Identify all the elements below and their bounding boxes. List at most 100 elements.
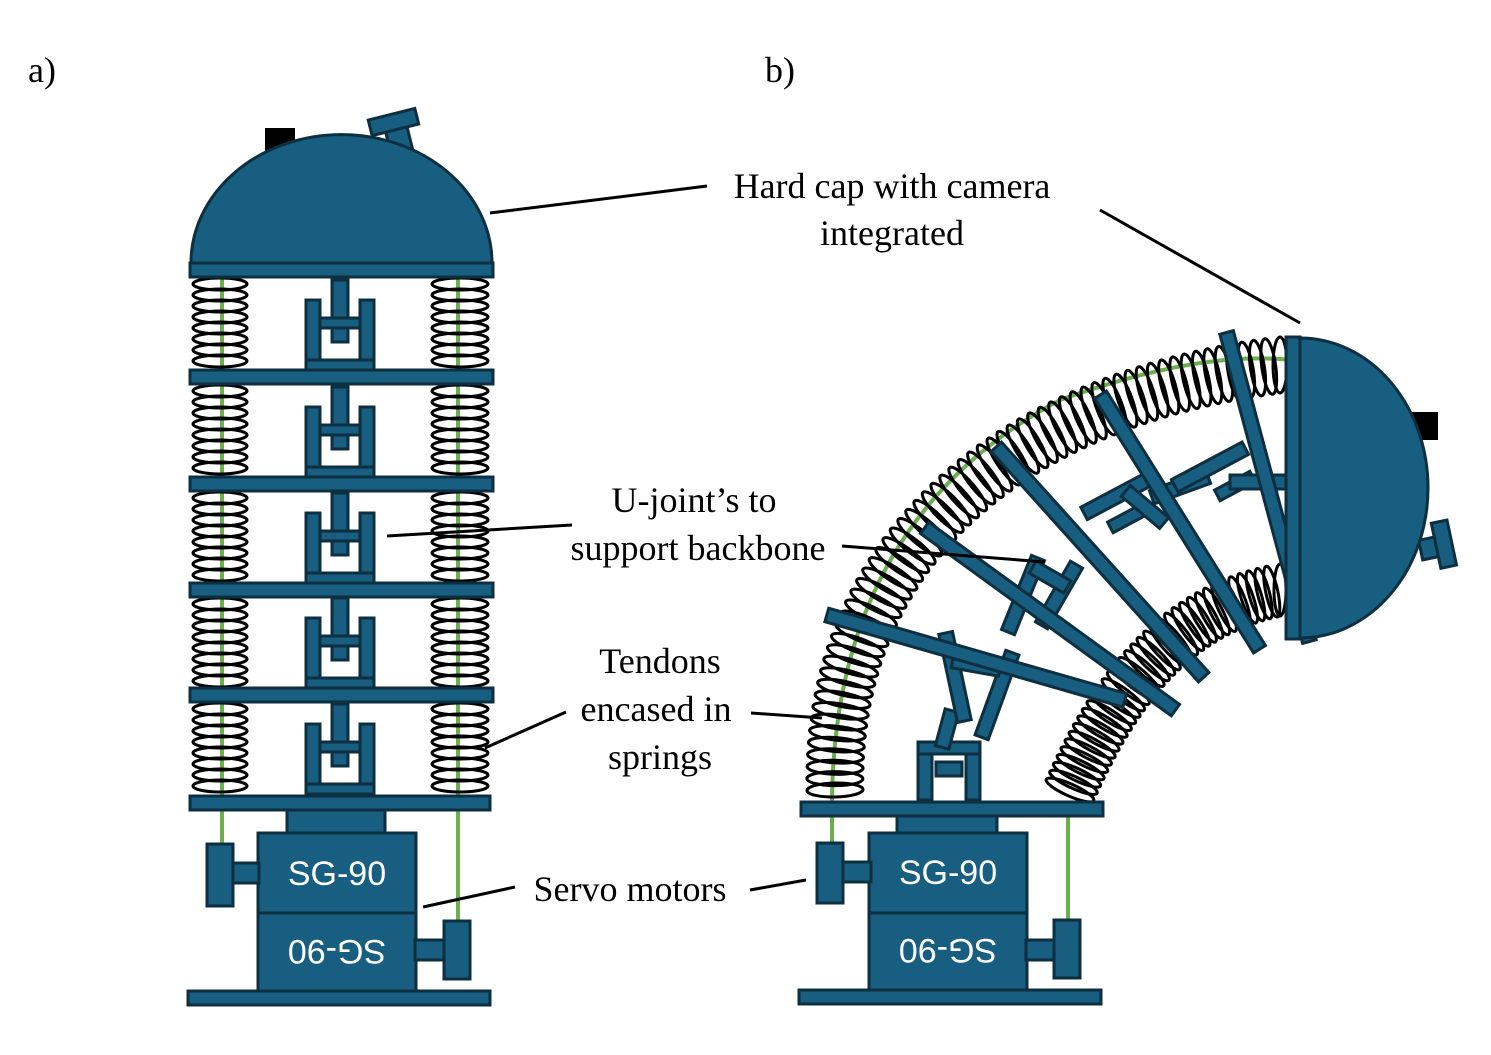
spring-coil [430,567,490,583]
servo-motor-bottom [867,911,1029,993]
servo-shaft-left [229,861,261,885]
cap-plate [1284,335,1302,641]
motor-label: SG-90 [288,855,386,893]
spring-coil [1063,737,1113,767]
spring-coil [1047,400,1079,454]
angled-plates [823,328,1319,718]
spring-coil [1005,423,1041,475]
servo-motor-top [867,831,1029,915]
servo-shaft-right [1024,938,1058,962]
panel-b-robot: SG-90 SG-90 [797,328,1459,1006]
spring-coil [1145,361,1170,419]
spring-coil [1076,714,1125,746]
hard-cap-dome [189,133,494,265]
spring-coil [430,778,490,794]
spring-coil [1068,390,1098,445]
panel-a-robot: SG-90 SG-90 [186,106,495,1007]
ground-plate [797,988,1103,1006]
panel-a-label: a) [28,50,56,90]
spring-coil [806,747,866,765]
spring-coil [881,536,931,575]
spring-coil [430,460,490,476]
servo-motor-bottom [256,911,418,993]
spring-coil [811,700,870,721]
base-plate [799,800,1105,818]
spring-coil [1134,365,1160,422]
panel-b-label: b) [765,50,795,90]
u-joint [304,278,376,372]
spring-coil [1071,722,1121,753]
cap-nozzle-icon [1416,518,1459,571]
spring-coil [808,724,867,743]
spring-coil [819,666,877,689]
spring-coil [1048,768,1099,796]
u-joint [304,702,376,796]
motor-label-flipped: SG-90 [288,932,386,970]
spring-coil [920,490,965,534]
u-joint [304,491,376,585]
plate [188,261,495,279]
spring-coil [1057,395,1088,450]
annotation-cap-line1: Hard cap with camera [734,166,1051,206]
spring-coil [861,566,913,601]
spring-coil [430,353,490,369]
spring-coil [191,353,249,369]
servo-horn-right [442,919,472,981]
hard-cap-dome [1298,336,1430,640]
spring-coil [1135,635,1177,677]
spring-coil [956,457,997,506]
servo-shaft-left [839,860,873,884]
spring-coil [1193,591,1225,640]
spring-coil [1259,337,1279,396]
spring-coil [805,770,865,788]
spring-coil [1015,417,1050,470]
plate [188,475,495,493]
base-plate [188,794,492,812]
servo-horn-right [1052,918,1082,980]
spring-coil [1112,372,1139,429]
spring-coil [806,735,866,754]
servo-neck [895,814,999,836]
spring-coil [1067,729,1117,760]
spring-coil [1247,338,1268,398]
spring-coil [966,450,1005,499]
motor-label-flipped: SG-90 [899,931,997,969]
spring-coil [1201,586,1232,637]
spring-coil [1168,355,1191,413]
annotation-cap-line2: integrated [820,213,964,253]
spring-coil [1080,706,1129,739]
spring-coil [1051,760,1103,789]
u-joint [304,596,376,690]
spring-coil [1185,595,1218,644]
annotation-ujoint-line2: support backbone [571,528,826,568]
spring-coil [938,473,981,520]
u-joint [304,385,376,479]
motor-label: SG-90 [899,854,997,892]
spring-coil [822,654,880,679]
spring-coil [191,778,249,794]
spring-coil [1129,642,1171,683]
spring-coil [1085,699,1133,733]
spring-coil [1262,564,1282,619]
spring-coil [1202,347,1224,406]
spring-coil [849,587,903,620]
springs-panel-a [191,276,490,794]
servo-horn-left [205,842,235,908]
spring-coil [1123,649,1166,688]
spring-coil [1055,752,1106,782]
spring-coil [1253,566,1274,621]
spring-coil [1079,385,1108,441]
spring-coil [947,465,989,513]
spring-coil [1157,358,1181,416]
annotation-tendon-line3: springs [608,737,712,777]
spring-coil [191,567,249,583]
spring-coil [1026,411,1059,464]
spring-coil [867,556,919,592]
spring-coil [805,781,865,799]
spring-coil [829,631,886,659]
servo-shaft-right [413,938,447,962]
spring-coil [1244,569,1267,623]
spring-coil [1036,405,1069,459]
annotation-leaders [386,184,1301,909]
